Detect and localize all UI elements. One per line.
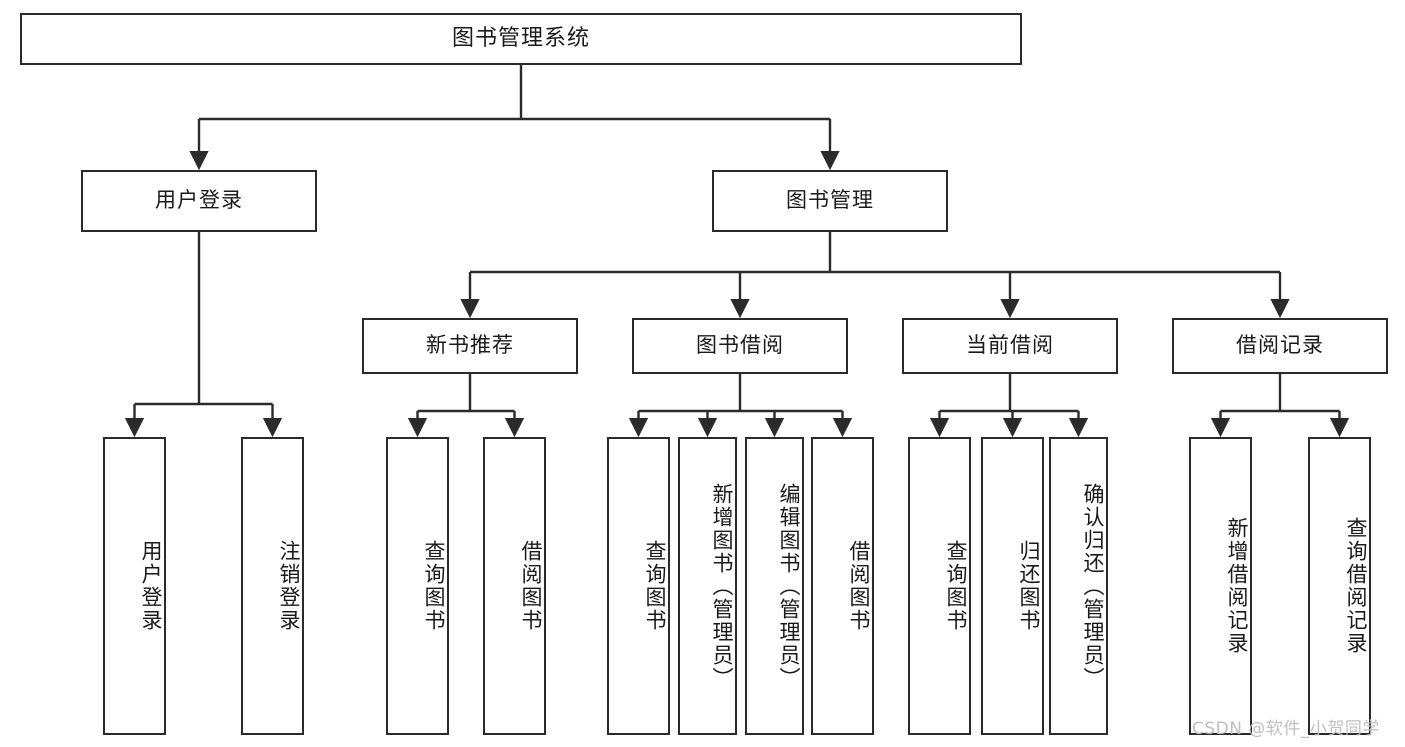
node-current-borrow-label: 当前借阅 [966, 333, 1054, 358]
node-new-book-recommend[interactable]: 新书推荐 [362, 318, 578, 374]
node-leaf-edit-book[interactable]: 编辑图书（管理员） [745, 437, 804, 735]
node-book-borrow[interactable]: 图书借阅 [632, 318, 848, 374]
node-leaf-add-book[interactable]: 新增图书（管理员） [678, 437, 737, 735]
node-leaf-edit-book-label: 编辑图书（管理员） [777, 482, 801, 690]
node-leaf-query-books-2-label: 查询图书 [643, 540, 667, 632]
node-leaf-query-record[interactable]: 查询借阅记录 [1308, 437, 1371, 735]
node-user-login[interactable]: 用户登录 [81, 170, 317, 232]
node-leaf-user-login[interactable]: 用户登录 [103, 437, 166, 735]
csdn-watermark: CSDN @软件_小贺同学 [1192, 719, 1380, 739]
node-leaf-logout[interactable]: 注销登录 [241, 437, 304, 735]
node-borrow-record-label: 借阅记录 [1236, 333, 1324, 358]
node-leaf-borrow-books-1-label: 借阅图书 [519, 540, 543, 632]
node-book-management[interactable]: 图书管理 [712, 170, 948, 232]
node-leaf-return-books-label: 归还图书 [1017, 540, 1041, 632]
node-leaf-return-books[interactable]: 归还图书 [981, 437, 1044, 735]
node-root-label: 图书管理系统 [451, 25, 590, 51]
node-leaf-query-books-3-label: 查询图书 [944, 540, 968, 632]
node-leaf-user-login-label: 用户登录 [139, 540, 163, 632]
node-leaf-query-books-1-label: 查询图书 [422, 540, 446, 632]
node-leaf-borrow-books-1[interactable]: 借阅图书 [483, 437, 546, 735]
node-leaf-add-book-label: 新增图书（管理员） [710, 482, 734, 690]
node-leaf-borrow-books-2-label: 借阅图书 [847, 540, 871, 632]
node-leaf-confirm-return-label: 确认归还（管理员） [1081, 482, 1105, 690]
node-leaf-add-record[interactable]: 新增借阅记录 [1189, 437, 1252, 735]
node-leaf-query-record-label: 查询借阅记录 [1344, 517, 1368, 655]
node-leaf-borrow-books-2[interactable]: 借阅图书 [811, 437, 874, 735]
node-current-borrow[interactable]: 当前借阅 [902, 318, 1118, 374]
node-leaf-query-books-2[interactable]: 查询图书 [607, 437, 670, 735]
node-leaf-query-books-3[interactable]: 查询图书 [908, 437, 971, 735]
node-leaf-add-record-label: 新增借阅记录 [1225, 517, 1249, 655]
node-book-management-label: 图书管理 [786, 188, 874, 213]
node-leaf-query-books-1[interactable]: 查询图书 [386, 437, 449, 735]
node-user-login-label: 用户登录 [155, 188, 243, 213]
node-book-borrow-label: 图书借阅 [696, 333, 784, 358]
node-leaf-logout-label: 注销登录 [277, 540, 301, 632]
node-root[interactable]: 图书管理系统 [20, 13, 1022, 65]
node-borrow-record[interactable]: 借阅记录 [1172, 318, 1388, 374]
node-leaf-confirm-return[interactable]: 确认归还（管理员） [1049, 437, 1108, 735]
node-new-book-recommend-label: 新书推荐 [426, 333, 514, 358]
